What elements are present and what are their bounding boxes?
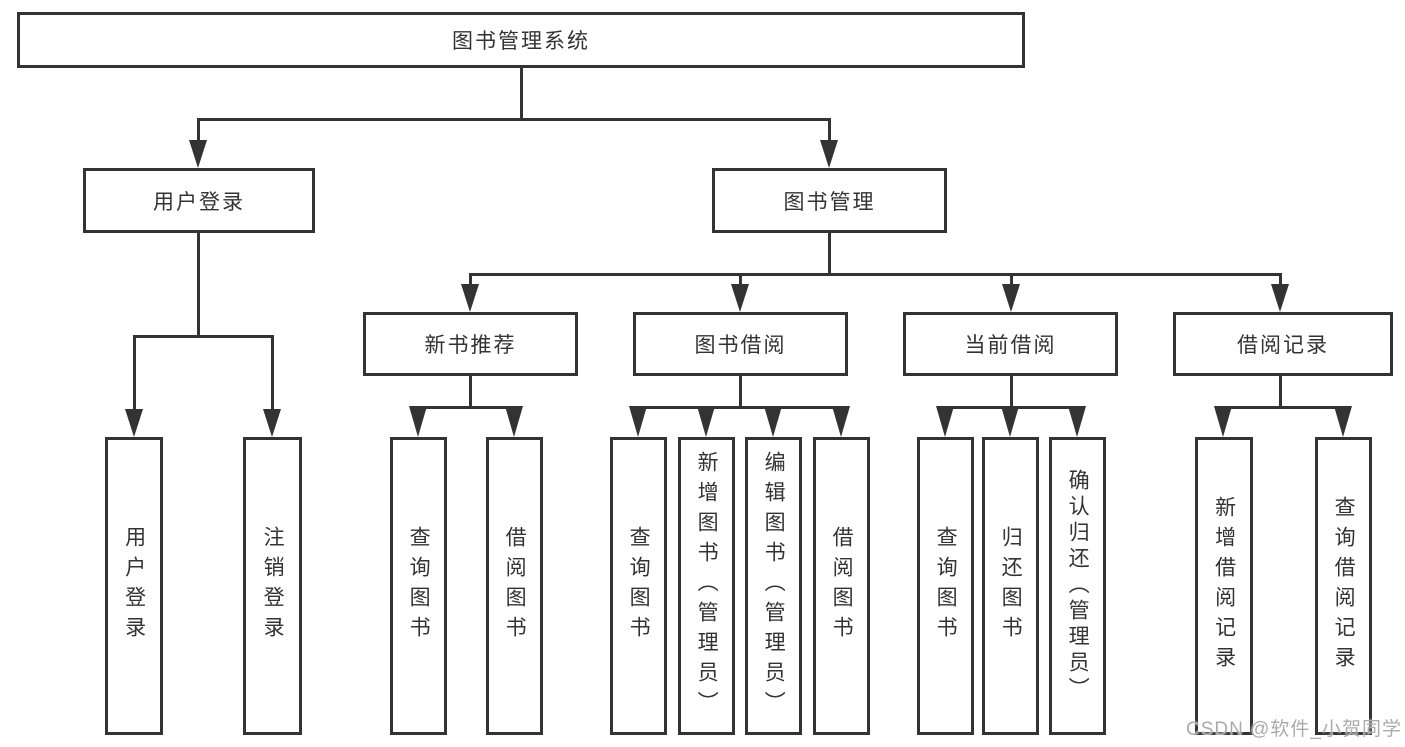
leaf-bb-query-books: 查询图书 xyxy=(610,437,667,735)
node-label: 新增图书（管理员） xyxy=(695,451,719,721)
node-new-book-recommend: 新书推荐 xyxy=(363,312,578,376)
leaf-bb-add-books-admin: 新增图书（管理员） xyxy=(678,437,735,735)
arrowhead-borrowing-records xyxy=(1271,284,1289,312)
node-label: 用户登录 xyxy=(153,190,245,214)
leaf-br-add-record: 新增借阅记录 xyxy=(1195,437,1253,735)
arrowhead-rec-borrow-books xyxy=(505,406,523,437)
arrowhead-rec-query-books xyxy=(409,406,427,437)
connector-root-branch xyxy=(197,118,831,121)
connector-borrowing-records-down xyxy=(1279,376,1282,406)
leaf-cb-query-books: 查询图书 xyxy=(917,437,974,735)
connector-new-book-recommend-down xyxy=(469,376,472,406)
arrowhead-new-book-recommend xyxy=(461,284,479,312)
connector-to-borrowing-records xyxy=(1279,273,1282,287)
connector-current-borrowing-down xyxy=(1010,376,1013,406)
node-book-management-system: 图书管理系统 xyxy=(17,12,1025,68)
node-label: 确认归还（管理员） xyxy=(1066,469,1090,703)
node-label: 借阅图书 xyxy=(830,526,854,646)
node-label: 借阅图书 xyxy=(503,526,527,646)
arrowhead-book-borrowing xyxy=(731,284,749,312)
watermark: CSDN @软件_小贺同学 xyxy=(1186,719,1402,740)
connector-book-management-down xyxy=(828,233,831,273)
connector-to-leaf-user-login xyxy=(133,335,136,411)
leaf-cb-return-books: 归还图书 xyxy=(982,437,1039,735)
connector-to-leaf-logout xyxy=(271,335,274,411)
connector-to-new-book-recommend xyxy=(469,273,472,287)
connector-book-borrowing-branch xyxy=(637,406,843,409)
leaf-cb-confirm-return-admin: 确认归还（管理员） xyxy=(1049,437,1106,735)
node-book-borrowing: 图书借阅 xyxy=(633,312,848,376)
arrowhead-bb-add-books xyxy=(697,406,715,437)
arrowhead-bb-borrow-books xyxy=(832,406,850,437)
connector-user-login-down xyxy=(197,233,200,335)
arrowhead-br-add-record xyxy=(1214,406,1232,437)
arrowhead-br-query-record xyxy=(1334,406,1352,437)
node-label: 借阅记录 xyxy=(1237,334,1329,357)
arrowhead-user-login xyxy=(189,140,207,168)
leaf-rec-query-books: 查询图书 xyxy=(390,437,447,735)
node-label: 查询图书 xyxy=(627,526,651,646)
node-label: 查询图书 xyxy=(934,526,958,646)
node-label: 新书推荐 xyxy=(424,334,517,357)
node-label: 用户登录 xyxy=(122,526,146,646)
arrowhead-cb-confirm-return xyxy=(1068,406,1086,437)
node-label: 新增借阅记录 xyxy=(1212,496,1236,676)
leaf-rec-borrow-books: 借阅图书 xyxy=(486,437,543,735)
leaf-bb-borrow-books: 借阅图书 xyxy=(813,437,870,735)
connector-to-book-management xyxy=(828,118,831,144)
connector-root-down xyxy=(520,68,523,118)
connector-book-borrowing-down xyxy=(739,376,742,406)
connector-to-current-borrowing xyxy=(1010,273,1013,287)
node-label: 当前借阅 xyxy=(964,334,1057,357)
arrowhead-bb-query-books xyxy=(629,406,647,437)
connector-borrowing-records-branch xyxy=(1222,406,1345,409)
node-label: 图书管理 xyxy=(783,190,876,214)
connector-new-book-recommend-branch xyxy=(417,406,517,409)
node-label: 图书借阅 xyxy=(694,334,787,357)
arrowhead-cb-return-books xyxy=(1001,406,1019,437)
arrowhead-cb-query-books xyxy=(936,406,954,437)
node-current-borrowing: 当前借阅 xyxy=(903,312,1118,376)
leaf-bb-edit-books-admin: 编辑图书（管理员） xyxy=(745,437,802,735)
leaf-br-query-record: 查询借阅记录 xyxy=(1315,437,1372,735)
node-label: 归还图书 xyxy=(999,526,1023,646)
leaf-logout: 注销登录 xyxy=(243,437,302,735)
connector-to-user-login xyxy=(197,118,200,144)
arrowhead-leaf-logout xyxy=(263,409,281,437)
node-book-management: 图书管理 xyxy=(712,168,947,233)
node-label: 注销登录 xyxy=(261,526,285,646)
connector-user-login-branch xyxy=(133,335,274,338)
arrowhead-bb-edit-books xyxy=(764,406,782,437)
node-label: 查询借阅记录 xyxy=(1332,496,1356,676)
leaf-user-login: 用户登录 xyxy=(105,437,163,735)
node-label: 编辑图书（管理员） xyxy=(762,451,786,721)
node-label: 查询图书 xyxy=(407,526,431,646)
arrowhead-current-borrowing xyxy=(1002,284,1020,312)
node-label: 图书管理系统 xyxy=(452,30,590,53)
node-borrowing-records: 借阅记录 xyxy=(1173,312,1393,376)
connector-to-book-borrowing xyxy=(739,273,742,287)
arrowhead-leaf-user-login xyxy=(125,409,143,437)
node-user-login: 用户登录 xyxy=(83,168,315,233)
connector-level3-branch xyxy=(469,273,1282,276)
arrowhead-book-management xyxy=(820,140,838,168)
